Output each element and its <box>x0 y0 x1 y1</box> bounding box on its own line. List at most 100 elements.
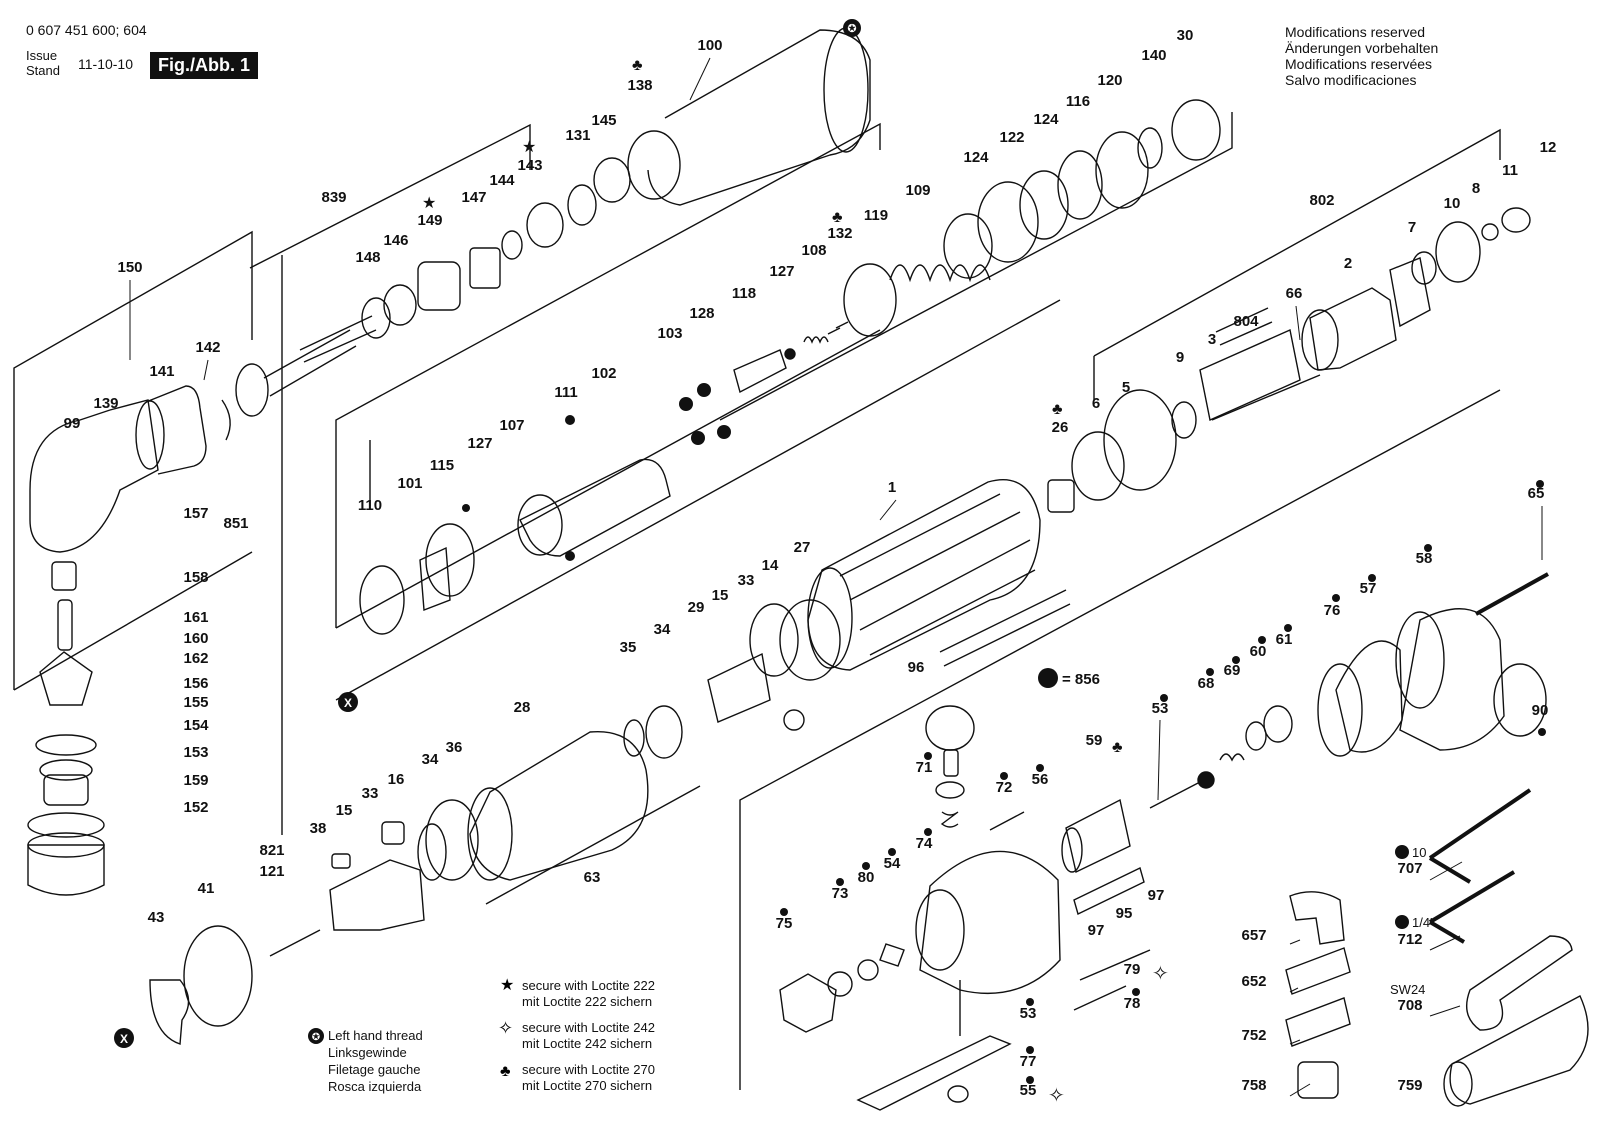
part-number-label: 35 <box>620 639 637 656</box>
part-number-label: 752 <box>1241 1027 1266 1044</box>
part-number-label: 153 <box>183 744 208 761</box>
modifications-line-en: Modifications reserved <box>1285 24 1426 40</box>
part-number-label: 141 <box>149 363 174 380</box>
part-number-label: 76 <box>1324 602 1341 619</box>
part-number-label: 103 <box>657 325 682 342</box>
set-856-label: = 856 <box>1062 671 1100 688</box>
loctite-222-line-2: mit Loctite 222 sichern <box>522 994 652 1009</box>
bracket-lines <box>13 112 1501 1090</box>
loctite-270-line-1: secure with Loctite 270 <box>522 1062 655 1077</box>
part-number-label: 110 <box>358 497 382 514</box>
part-number-label: 38 <box>310 820 327 837</box>
part-number-label: 29 <box>688 599 705 616</box>
x-marker-label: X <box>120 1032 128 1046</box>
part-number-label: 33 <box>738 572 755 589</box>
part-number-label: 162 <box>183 650 208 667</box>
part-number-label: 127 <box>769 263 794 280</box>
part-number-label: 43 <box>148 909 165 926</box>
part-number-label: 132 <box>827 225 852 242</box>
part-number-label: 155 <box>183 694 208 711</box>
part-number-label: 124 <box>1033 111 1059 128</box>
part-number-label: 53 <box>1152 700 1169 717</box>
part-number-label: 157 <box>183 505 208 522</box>
part-number-label: 839 <box>321 189 346 206</box>
loctite-222-star-icon: ★ <box>500 977 514 994</box>
part-number-label: 16 <box>388 771 405 788</box>
issue-stand-block: Issue Stand <box>26 48 60 78</box>
loctite-242-line-1: secure with Loctite 242 <box>522 1020 655 1035</box>
part-number-label: 75 <box>776 915 793 932</box>
part-number-label: 3 <box>1208 331 1216 348</box>
loctite-222-star-icon: ★ <box>522 139 536 156</box>
part-number-label: 116 <box>1066 93 1090 110</box>
legend: = 856 ★ secure with Loctite 222 mit Loct… <box>308 668 1100 1094</box>
part-number-label: 124 <box>963 149 989 166</box>
tool-spec-labels: 10 1/4" SW24 <box>1390 845 1435 997</box>
part-number-label: 158 <box>183 569 208 586</box>
left-hand-thread-icon: ✪ <box>843 19 861 37</box>
part-number-label: 108 <box>801 242 826 259</box>
part-number-label: 161 <box>183 609 208 626</box>
x-marker-label: X <box>344 696 352 710</box>
part-number-label: 154 <box>183 717 209 734</box>
part-number-label: 28 <box>514 699 531 716</box>
part-number-label: 69 <box>1224 662 1241 679</box>
loctite-242-star-icon: ✧ <box>1152 963 1169 985</box>
part-number-label: 115 <box>430 457 454 474</box>
part-number-label: 14 <box>762 557 779 574</box>
left-hand-thread-fr: Filetage gauche <box>328 1062 421 1077</box>
loctite-270-club-icon: ♣ <box>1052 401 1063 418</box>
part-number-label: 9 <box>1176 349 1184 366</box>
loctite-270-club-icon: ♣ <box>500 1063 511 1080</box>
loctite-270-line-2: mit Loctite 270 sichern <box>522 1078 652 1093</box>
part-number-label: 26 <box>1052 419 1069 436</box>
part-number-label: 77 <box>1020 1053 1037 1070</box>
loctite-242-star-icon: ✧ <box>498 1018 513 1038</box>
issue-label: Issue <box>26 48 58 63</box>
loctite-270-club-icon: ♣ <box>1112 739 1123 756</box>
angle-head-housing <box>29 329 357 553</box>
part-number-label: 27 <box>794 539 811 556</box>
gear-housing <box>149 730 701 1045</box>
part-symbol-markers: ♣ ★ ★ ♣ ♣ ♣ ✧ ✧ <box>422 57 1169 1107</box>
part-number-label: 131 <box>565 127 590 144</box>
modifications-line-de: Änderungen vorbehalten <box>1285 40 1439 56</box>
part-number-label: 804 <box>1233 313 1259 330</box>
part-number-label: 8 <box>1472 180 1480 197</box>
part-number-label: 144 <box>489 172 515 189</box>
leader-lines <box>129 57 1543 1097</box>
part-number-label: 759 <box>1397 1077 1422 1094</box>
part-number-label: 60 <box>1250 643 1267 660</box>
loctite-222-star-icon: ★ <box>422 195 436 212</box>
hex-size-10-label: 10 <box>1412 845 1426 860</box>
part-number-label: 33 <box>362 785 379 802</box>
part-number-label: 101 <box>397 475 422 492</box>
part-number-label: 53 <box>1020 1005 1037 1022</box>
part-number-label: 147 <box>461 189 486 206</box>
part-number-label: 34 <box>654 621 671 638</box>
loctite-222-line-1: secure with Loctite 222 <box>522 978 655 993</box>
part-number-label: 5 <box>1122 379 1130 396</box>
part-number-label: 15 <box>712 587 729 604</box>
part-number-label: 6 <box>1092 395 1100 412</box>
part-number-label: 30 <box>1177 27 1194 44</box>
part-number-label: 122 <box>999 129 1024 146</box>
left-hand-thread-es: Rosca izquierda <box>328 1079 422 1094</box>
part-number-label: 96 <box>908 659 925 676</box>
top-row-parts <box>299 27 871 363</box>
part-number-label: 142 <box>195 339 220 356</box>
planetary-gear-row <box>359 458 805 759</box>
hex-size-10-icon <box>1395 845 1409 859</box>
issue-date: 11-10-10 <box>78 56 134 72</box>
part-number-label: 11 <box>1502 162 1518 179</box>
loctite-242-line-2: mit Loctite 242 sichern <box>522 1036 652 1051</box>
part-number-label: 97 <box>1088 922 1105 939</box>
part-number-label: 119 <box>864 207 888 224</box>
part-number-label: 72 <box>996 779 1013 796</box>
part-number-label: 802 <box>1309 192 1334 209</box>
part-number-label: 102 <box>591 365 616 382</box>
loctite-270-club-icon: ♣ <box>632 57 643 74</box>
part-number-label: 156 <box>183 675 208 692</box>
part-number-label: 707 <box>1397 860 1422 877</box>
